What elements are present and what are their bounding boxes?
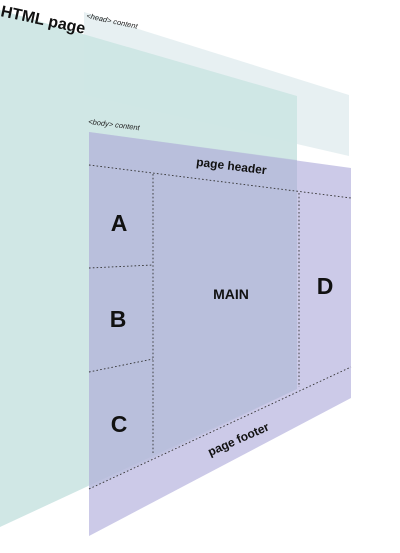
region-dividers: [88, 164, 352, 490]
region-main-label: MAIN: [213, 286, 249, 302]
region-a-label: A: [111, 210, 128, 236]
footer-divider: [88, 366, 352, 490]
region-c-label: C: [111, 411, 128, 437]
overlap-region: [89, 132, 297, 489]
b-c-divider: [88, 358, 154, 373]
region-b-label: B: [110, 306, 127, 332]
region-d-label: D: [317, 273, 334, 299]
a-b-divider: [88, 264, 154, 269]
